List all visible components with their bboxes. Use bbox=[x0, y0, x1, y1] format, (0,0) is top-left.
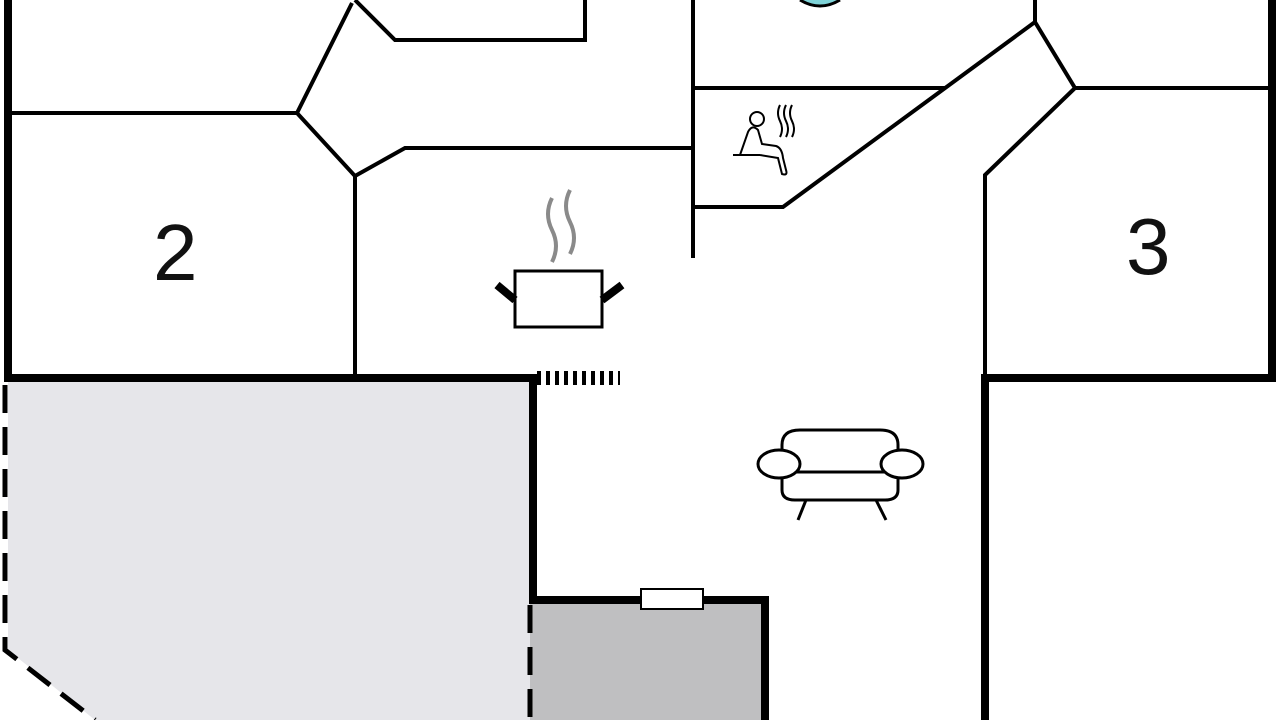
pool-accent-icon bbox=[799, 0, 841, 8]
window-icon bbox=[640, 588, 704, 610]
terrace-area bbox=[8, 380, 530, 720]
covered-area bbox=[530, 600, 765, 720]
room-label-bedroom-2: 2 bbox=[153, 208, 198, 297]
interior-walls bbox=[8, 0, 1270, 378]
cooking-pot-icon bbox=[494, 189, 625, 329]
room-label-bedroom-3: 3 bbox=[1126, 202, 1171, 291]
sofa-icon bbox=[756, 428, 925, 521]
exterior-walls bbox=[4, 0, 1276, 720]
terrace-dashed-edge bbox=[2, 385, 533, 720]
sauna-icon bbox=[733, 104, 795, 176]
